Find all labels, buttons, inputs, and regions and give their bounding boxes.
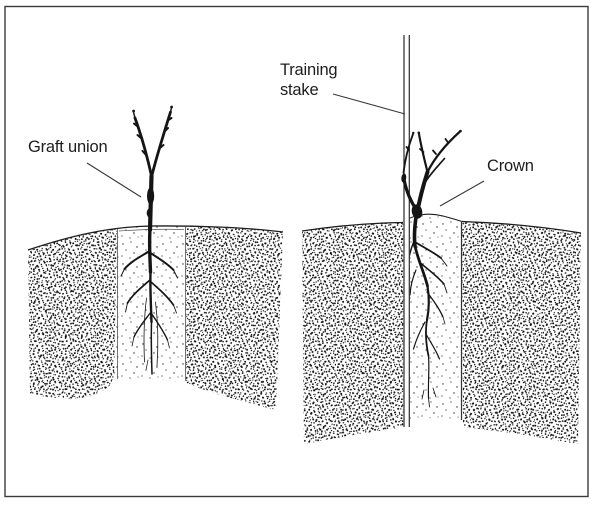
right-soil-left [302, 222, 404, 444]
crown-leader-line [439, 180, 485, 207]
label-crown: Crown [487, 157, 534, 175]
right-panel-staked-plant [301, 35, 582, 444]
right-ground-line-left [301, 221, 404, 232]
figure-border [4, 5, 589, 498]
right-planting-hole [409, 214, 463, 421]
right-roots [406, 215, 448, 408]
graft-union-leader-line [86, 162, 142, 198]
label-training-stake: Training stake [280, 61, 338, 99]
right-soil-right [462, 221, 581, 444]
soil-mound-outline [403, 213, 463, 223]
left-panel-bare-root-plant [27, 105, 284, 410]
right-plant-stem [401, 129, 462, 219]
left-plant-stem [132, 105, 174, 233]
left-roots [120, 227, 178, 375]
graft-union-bulge [147, 187, 155, 205]
training-stake [403, 35, 410, 427]
right-ground-line-right [461, 220, 582, 234]
label-graft-union: Graft union [28, 138, 108, 156]
training-stake-leader-line [332, 93, 406, 115]
